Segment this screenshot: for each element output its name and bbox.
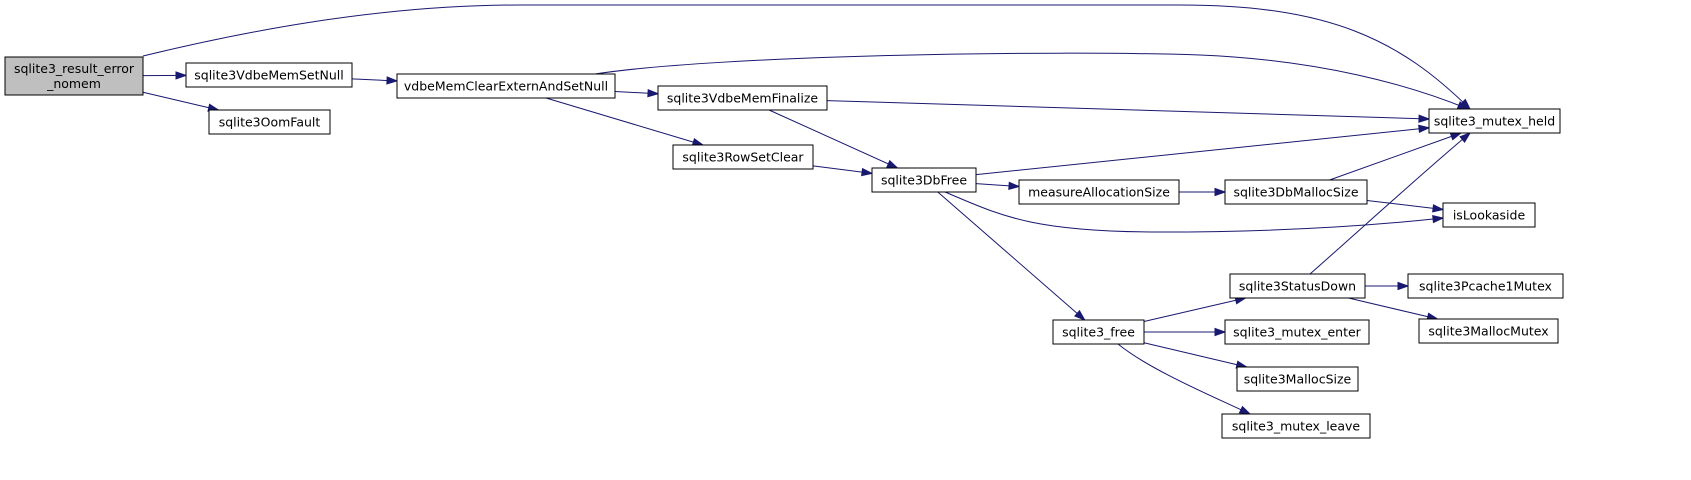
arrowhead-icon xyxy=(1397,281,1410,291)
edge-vdbeMemClearExternAndSetNull-to-sqlite3_mutex_held xyxy=(594,52,1470,110)
arrowhead-icon xyxy=(1238,405,1252,415)
node-sqlite3VdbeMemSetNull[interactable]: sqlite3VdbeMemSetNull xyxy=(185,62,353,88)
node-box xyxy=(208,109,331,135)
edge-sqlite3_free-to-sqlite3MallocSize xyxy=(1143,342,1249,369)
edge-sqlite3StatusDown-to-sqlite3MallocMutex xyxy=(1348,297,1440,321)
arrowhead-icon xyxy=(175,71,188,80)
node-sqlite3OomFault[interactable]: sqlite3OomFault xyxy=(208,109,331,135)
node-vdbeMemClearExternAndSetNull[interactable]: vdbeMemClearExternAndSetNull xyxy=(396,73,616,99)
node-sqlite3_free[interactable]: sqlite3_free xyxy=(1052,319,1145,345)
node-sqlite3_result_error_nomem[interactable]: sqlite3_result_error_nomem xyxy=(4,56,144,96)
edge-sqlite3VdbeMemFinalize-to-sqlite3_mutex_held xyxy=(826,100,1431,123)
node-sqlite3VdbeMemFinalize[interactable]: sqlite3VdbeMemFinalize xyxy=(657,85,828,111)
node-sqlite3_mutex_leave[interactable]: sqlite3_mutex_leave xyxy=(1221,413,1371,439)
arrowhead-icon xyxy=(886,159,899,169)
arrowhead-icon xyxy=(1214,327,1227,337)
node-label: sqlite3Pcache1Mutex xyxy=(1419,279,1552,294)
edge-sqlite3DbFree-to-sqlite3_mutex_held xyxy=(975,124,1431,176)
node-label: sqlite3RowSetClear xyxy=(682,150,804,165)
node-measureAllocationSize[interactable]: measureAllocationSize xyxy=(1018,179,1180,205)
node-label: sqlite3_free xyxy=(1062,325,1135,340)
node-label: _nomem xyxy=(46,76,101,91)
node-label: sqlite3_mutex_held xyxy=(1434,114,1555,129)
edge-sqlite3_free-to-sqlite3_mutex_enter xyxy=(1144,327,1227,337)
arrowhead-icon xyxy=(1459,132,1472,143)
edge-sqlite3StatusDown-to-sqlite3_mutex_held xyxy=(1309,132,1472,275)
node-box xyxy=(1428,108,1561,134)
node-label: sqlite3VdbeMemSetNull xyxy=(194,68,343,83)
node-isLookaside[interactable]: isLookaside xyxy=(1442,202,1536,228)
call-graph-nodes: sqlite3_result_error_nomem sqlite3VdbeMem… xyxy=(4,56,1564,439)
edge-sqlite3DbFree-to-isLookaside xyxy=(944,191,1445,233)
node-box xyxy=(1018,179,1180,205)
node-box xyxy=(1407,273,1564,299)
node-label: sqlite3DbFree xyxy=(881,173,967,188)
node-sqlite3_mutex_held[interactable]: sqlite3_mutex_held xyxy=(1428,108,1561,134)
arrowhead-icon xyxy=(1432,204,1445,213)
edge-sqlite3DbFree-to-sqlite3_free xyxy=(937,191,1086,321)
arrowhead-icon xyxy=(1418,124,1431,134)
node-sqlite3MallocMutex[interactable]: sqlite3MallocMutex xyxy=(1418,318,1559,344)
node-box xyxy=(672,144,814,170)
node-label: sqlite3VdbeMemFinalize xyxy=(667,91,819,106)
arrowhead-icon xyxy=(1449,132,1463,141)
node-sqlite3StatusDown[interactable]: sqlite3StatusDown xyxy=(1229,273,1366,299)
edge-sqlite3_free-to-sqlite3StatusDown xyxy=(1143,296,1248,322)
edge-sqlite3_result_error_nomem-to-sqlite3VdbeMemSetNull xyxy=(142,71,188,80)
arrowhead-icon xyxy=(647,88,660,98)
node-box xyxy=(396,73,616,99)
arrowhead-icon xyxy=(1074,309,1086,321)
node-sqlite3MallocSize[interactable]: sqlite3MallocSize xyxy=(1236,366,1359,392)
node-label: sqlite3DbMallocSize xyxy=(1233,185,1358,200)
edge-sqlite3DbFree-to-measureAllocationSize xyxy=(975,181,1021,190)
node-box xyxy=(871,167,977,193)
node-box xyxy=(1224,319,1370,345)
node-label: measureAllocationSize xyxy=(1028,185,1170,200)
node-box xyxy=(1236,366,1359,392)
node-sqlite3DbFree[interactable]: sqlite3DbFree xyxy=(871,167,977,193)
edge-sqlite3StatusDown-to-sqlite3Pcache1Mutex xyxy=(1365,281,1410,291)
node-label: sqlite3_result_error xyxy=(14,61,135,76)
node-box xyxy=(1229,273,1366,299)
node-box xyxy=(1224,179,1368,205)
edge-sqlite3VdbeMemSetNull-to-vdbeMemClearExternAndSetNull xyxy=(351,76,399,85)
node-label: sqlite3OomFault xyxy=(219,115,321,130)
node-label: sqlite3MallocMutex xyxy=(1428,324,1548,339)
arrowhead-icon xyxy=(691,137,705,147)
edge-sqlite3RowSetClear-to-sqlite3DbFree xyxy=(812,165,874,177)
edge-sqlite3DbMallocSize-to-isLookaside xyxy=(1366,199,1445,213)
arrowhead-icon xyxy=(386,76,399,85)
node-box xyxy=(1221,413,1371,439)
edge-sqlite3DbMallocSize-to-sqlite3_mutex_held xyxy=(1329,132,1463,181)
node-box xyxy=(185,62,353,88)
call-graph-edges xyxy=(142,4,1472,415)
node-box xyxy=(1442,202,1536,228)
node-label: isLookaside xyxy=(1453,208,1526,223)
edge-measureAllocationSize-to-sqlite3DbMallocSize xyxy=(1179,187,1227,197)
arrowhead-icon xyxy=(1008,181,1021,190)
node-box xyxy=(657,85,828,111)
node-sqlite3DbMallocSize[interactable]: sqlite3DbMallocSize xyxy=(1224,179,1368,205)
node-box xyxy=(1418,318,1559,344)
arrowhead-icon xyxy=(1214,187,1227,197)
node-sqlite3Pcache1Mutex[interactable]: sqlite3Pcache1Mutex xyxy=(1407,273,1564,299)
edge-sqlite3_free-to-sqlite3_mutex_leave xyxy=(1117,343,1252,415)
node-label: sqlite3_mutex_enter xyxy=(1233,325,1362,340)
node-label: vdbeMemClearExternAndSetNull xyxy=(404,79,608,94)
node-label: sqlite3MallocSize xyxy=(1244,372,1352,387)
node-sqlite3_mutex_enter[interactable]: sqlite3_mutex_enter xyxy=(1224,319,1370,345)
node-label: sqlite3StatusDown xyxy=(1239,279,1356,294)
edge-vdbeMemClearExternAndSetNull-to-sqlite3VdbeMemFinalize xyxy=(614,88,660,98)
node-box xyxy=(4,56,144,96)
arrowhead-icon xyxy=(1432,214,1445,224)
arrowhead-icon xyxy=(1418,114,1431,123)
node-sqlite3RowSetClear[interactable]: sqlite3RowSetClear xyxy=(672,144,814,170)
node-label: sqlite3_mutex_leave xyxy=(1232,419,1361,434)
edge-sqlite3_result_error_nomem-to-sqlite3OomFault xyxy=(142,91,220,112)
arrowhead-icon xyxy=(861,167,874,177)
node-box xyxy=(1052,319,1145,345)
